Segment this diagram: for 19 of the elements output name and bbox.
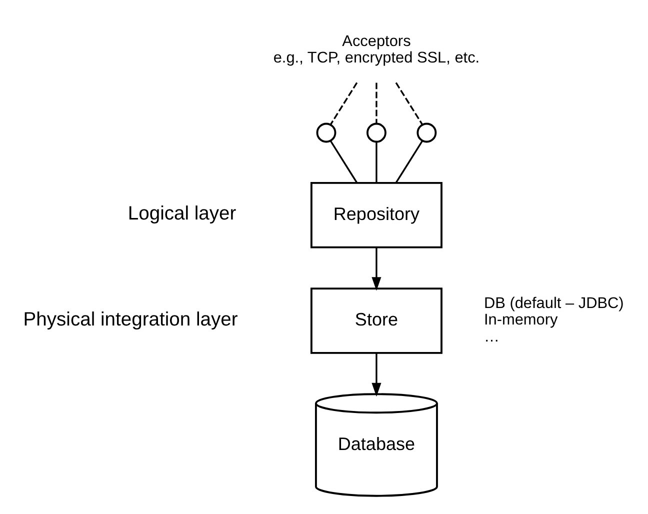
connector <box>395 82 424 126</box>
arrow <box>372 353 382 397</box>
node-text: Acceptors e.g., TCP, encrypted SSL, etc. <box>273 32 480 67</box>
connector <box>330 140 358 184</box>
node-circle <box>416 122 437 143</box>
node-label: DB (default – JDBC) <box>484 294 624 312</box>
node-circle <box>316 122 336 143</box>
connector <box>376 142 378 183</box>
label: Logical layer <box>128 204 236 225</box>
label: Physical integration layer <box>23 309 238 330</box>
node-box: Store <box>310 288 442 354</box>
node-label: In-memory <box>484 312 558 329</box>
node-box: Repository <box>310 182 442 248</box>
connector <box>376 82 378 124</box>
node-label: … <box>484 328 500 346</box>
arrow <box>372 247 382 291</box>
connector <box>395 140 424 184</box>
node-circle <box>366 122 386 143</box>
connector <box>330 82 358 126</box>
